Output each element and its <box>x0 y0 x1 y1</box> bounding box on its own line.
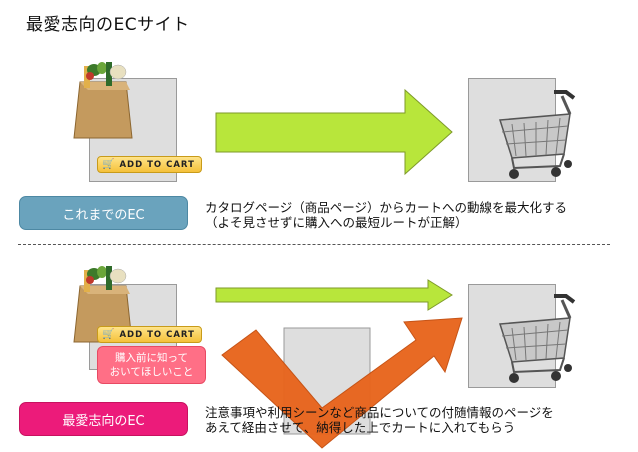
shopping-cart-icon <box>499 294 576 383</box>
bottom-caption-line2: あえて経由させて、納得した上でカートに入れてもらう <box>205 420 516 435</box>
mini-cart-icon: 🛒 <box>102 329 116 340</box>
add-to-cart-button[interactable]: 🛒 ADD TO CART <box>97 156 202 173</box>
top-flow-arrow <box>215 88 453 176</box>
shopping-cart-icon <box>499 90 576 179</box>
add-to-cart-button-bottom[interactable]: 🛒 ADD TO CART <box>97 326 202 343</box>
bottom-direct-arrow <box>215 279 453 311</box>
saiai-ec-label: 最愛志向のEC <box>19 402 188 436</box>
add-to-cart-label: ADD TO CART <box>119 329 195 340</box>
bottom-caption: 注意事項や利用シーンなど商品についての付随情報のページを あえて経由させて、納得… <box>205 405 554 435</box>
top-caption-line2: （よそ見させずに購入への最短ルートが正解） <box>205 215 468 230</box>
mini-cart-icon: 🛒 <box>102 159 116 170</box>
add-to-cart-label: ADD TO CART <box>119 159 195 170</box>
bottom-caption-line1: 注意事項や利用シーンなど商品についての付随情報のページを <box>205 405 554 420</box>
conventional-ec-label-text: これまでのEC <box>62 207 145 223</box>
grocery-bag-icon <box>73 62 133 139</box>
detour-route-arrow <box>221 317 463 449</box>
note-line1: 購入前に知って <box>115 352 188 364</box>
conventional-ec-label: これまでのEC <box>19 196 188 230</box>
note-line2: おいてほしいこと <box>109 366 194 378</box>
top-caption-line1: カタログページ（商品ページ）からカートへの動線を最大化する <box>205 200 568 215</box>
pre-purchase-note: 購入前に知って おいてほしいこと <box>97 346 206 384</box>
top-caption: カタログページ（商品ページ）からカートへの動線を最大化する （よそ見させずに購入… <box>205 200 567 230</box>
section-divider <box>18 244 610 245</box>
page-title: 最愛志向のECサイト <box>26 15 190 35</box>
saiai-ec-label-text: 最愛志向のEC <box>62 413 145 429</box>
